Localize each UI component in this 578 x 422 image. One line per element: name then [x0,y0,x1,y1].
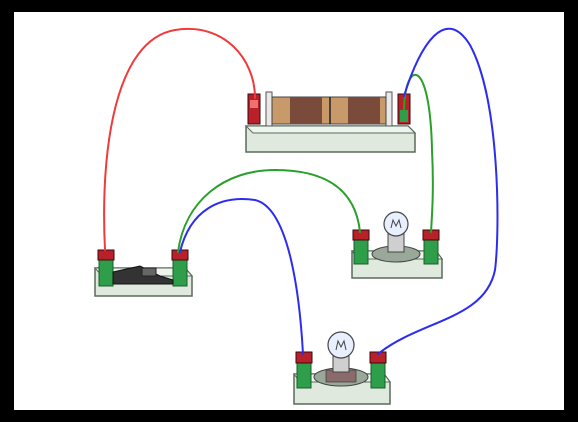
wire-blue-right [377,27,499,355]
battery-terminal-left [247,93,261,125]
bulb-lower-post-right-cap [369,351,387,364]
bulb-lower-glass [327,331,355,359]
bulb-upper-filament [390,218,402,229]
battery-base-top [244,125,417,134]
bulb-lower-post-left [296,359,312,389]
knife-switch [93,249,194,297]
switch-handle [141,267,157,277]
bulb-upper [351,211,443,279]
wire-green-top [177,168,361,253]
wire-red [103,27,256,251]
battery-terminal-right-green [400,110,408,122]
bulb-lower-filament [335,339,347,351]
battery-cell-2-band [348,97,380,124]
bulb-upper-glass [383,211,409,237]
bulb-lower [293,331,391,405]
battery-clip-right [385,91,393,127]
battery-clip-left [265,91,273,127]
bulb-lower-post-left-cap [295,351,313,364]
bulb-upper-post-left-cap [352,229,370,241]
bulb-upper-neck [387,233,405,253]
battery-pack [244,91,417,153]
switch-post-left-cap [97,249,115,261]
diagram-panel [14,12,564,410]
wire-blue-mid [179,198,304,355]
battery-cell-1-band [290,97,322,124]
battery-terminal-left-cap [250,100,258,108]
wires [103,27,499,355]
bulb-lower-post-right [370,359,386,389]
